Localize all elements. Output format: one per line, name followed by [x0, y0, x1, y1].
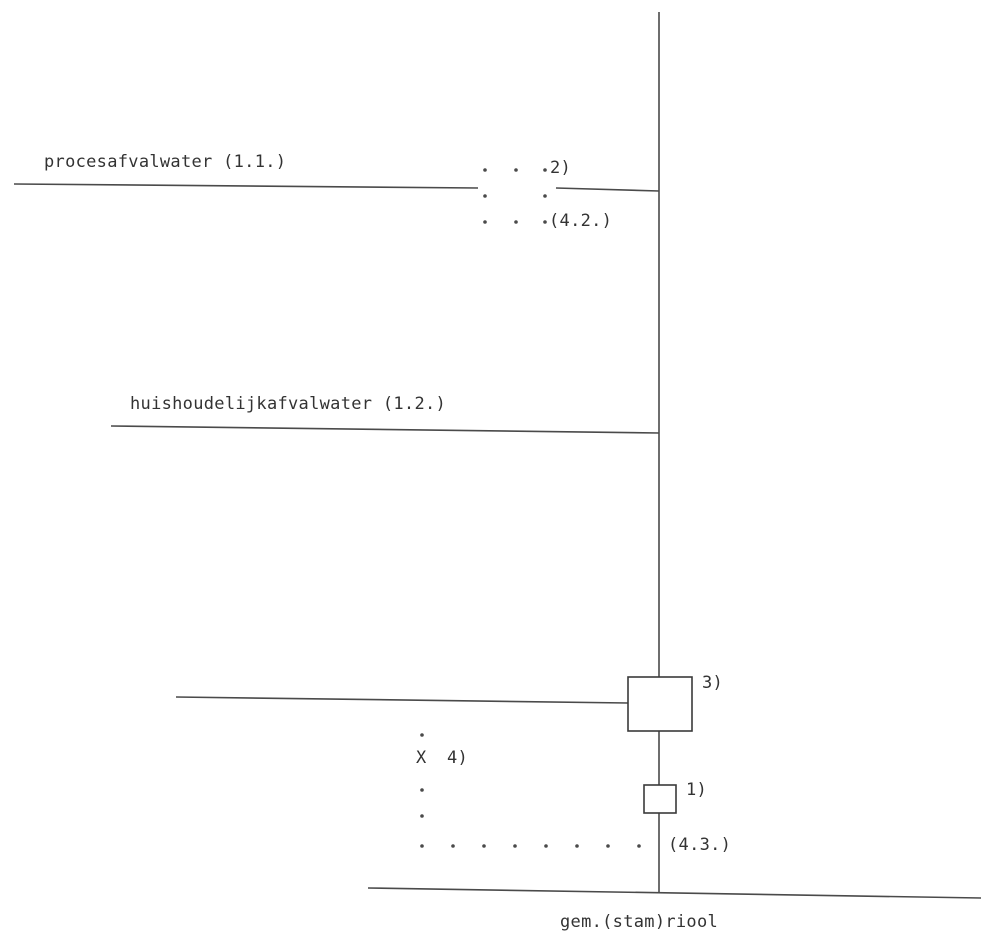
- dot: [543, 220, 547, 224]
- sampling-point-dots: [483, 168, 547, 224]
- note-2-label: 2): [550, 158, 571, 178]
- dot: [575, 844, 579, 848]
- dotted-bypass-path: [420, 733, 641, 848]
- process-water-label: procesafvalwater (1.1.): [44, 152, 286, 172]
- process-water-pipe: [13, 183, 479, 189]
- municipal-sewer-pipe: [367, 887, 981, 899]
- dot: [420, 733, 424, 737]
- sewer-label: gem.(stam)riool: [560, 912, 718, 932]
- inspection-chamber-3: [627, 676, 693, 732]
- dot: [543, 194, 547, 198]
- sampling-box-1: [643, 784, 677, 814]
- dot: [482, 844, 486, 848]
- dot: [483, 194, 487, 198]
- dot: [420, 788, 424, 792]
- dot: [544, 844, 548, 848]
- dot: [483, 168, 487, 172]
- domestic-water-label: huishoudelijkafvalwater (1.2.): [130, 394, 446, 414]
- dot: [513, 844, 517, 848]
- dot: [637, 844, 641, 848]
- dot: [451, 844, 455, 848]
- process-water-connection: [555, 187, 660, 192]
- dot: [420, 814, 424, 818]
- note-3-label: 3): [702, 673, 723, 693]
- x-mark-label: X: [416, 748, 427, 768]
- third-inflow-pipe: [175, 696, 629, 704]
- ref-4-3-label: (4.3.): [668, 835, 731, 855]
- dot: [483, 220, 487, 224]
- domestic-water-pipe: [110, 425, 660, 434]
- note-4-label: 4): [447, 748, 468, 768]
- dot: [420, 844, 424, 848]
- dot: [543, 168, 547, 172]
- ref-4-2-label: (4.2.): [549, 211, 612, 231]
- dot: [514, 220, 518, 224]
- dot: [606, 844, 610, 848]
- note-1-label: 1): [686, 780, 707, 800]
- dot: [514, 168, 518, 172]
